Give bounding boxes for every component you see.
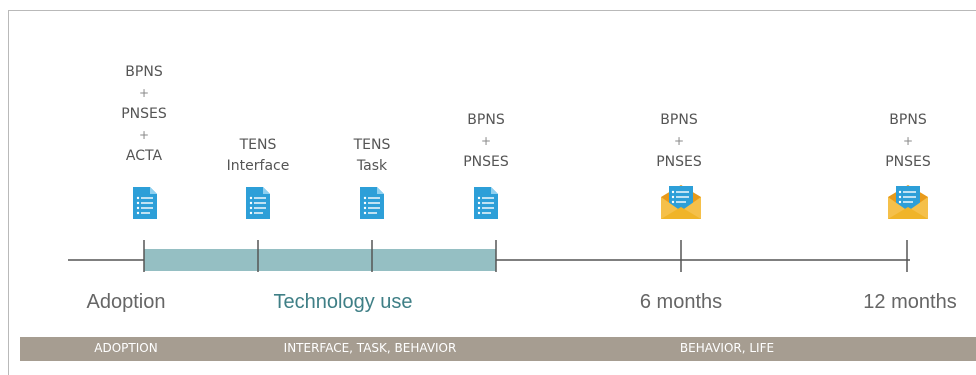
column-tens-interface-label: TENS Interface	[226, 137, 290, 174]
milestone-12-months: 12 months	[863, 291, 957, 313]
figure-frame	[8, 10, 976, 375]
milestone-technology-use: Technology use	[273, 291, 413, 313]
phase-bar	[20, 337, 976, 361]
survey-document-icon	[360, 187, 384, 219]
survey-document-icon	[133, 187, 157, 219]
column-adoption-label: BPNS + PNSES + ACTA	[121, 64, 167, 164]
column-12-months-label: BPNS + PNSES	[885, 112, 931, 170]
phase-interface-task-behavior: INTERFACE, TASK, BEHAVIOR	[283, 341, 457, 355]
email-survey-icon	[661, 185, 701, 219]
survey-document-icon	[474, 187, 498, 219]
phase-adoption: ADOPTION	[94, 341, 158, 355]
survey-document-icon	[246, 187, 270, 219]
column-6-months-label: BPNS + PNSES	[656, 112, 702, 170]
column-end-use-label: BPNS + PNSES	[463, 112, 509, 170]
milestone-6-months: 6 months	[639, 291, 723, 313]
milestone-adoption: Adoption	[86, 291, 166, 313]
column-tens-task-label: TENS Task	[353, 137, 391, 174]
phase-behavior-life: BEHAVIOR, LIFE	[679, 341, 775, 355]
technology-use-band	[144, 249, 496, 271]
email-survey-icon	[888, 185, 928, 219]
